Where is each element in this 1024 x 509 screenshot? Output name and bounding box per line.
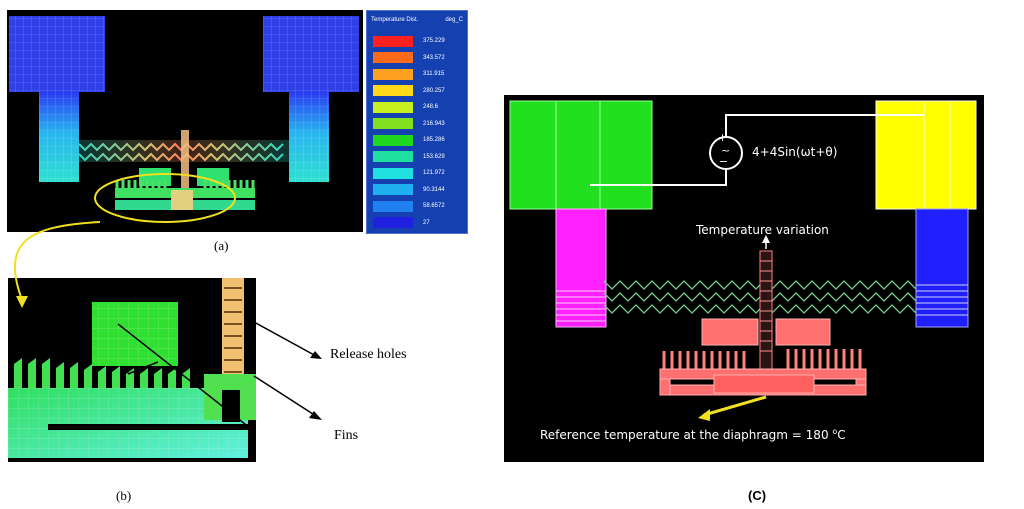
panel-c-model xyxy=(504,95,984,462)
legend-swatch xyxy=(373,167,413,179)
diaphragm xyxy=(713,374,815,394)
legend-entry: 185.286 xyxy=(373,132,463,149)
legend-swatch xyxy=(373,68,413,80)
legend-value: 216.943 xyxy=(423,120,445,127)
legend-entry: 153.629 xyxy=(373,149,463,166)
fin-structure-c xyxy=(659,318,867,396)
source-tilde: ~ xyxy=(721,144,731,157)
right-pad-yellow xyxy=(875,100,977,210)
legend-value: 185.286 xyxy=(423,137,445,144)
annotation-arrows-b xyxy=(253,321,322,420)
legend-entry: 375.229 xyxy=(373,33,463,50)
zoom-highlight-ellipse xyxy=(94,173,236,223)
legend-value: 311.915 xyxy=(423,71,445,78)
legend-value: 343.572 xyxy=(423,54,445,61)
legend-entry: 216.943 xyxy=(373,116,463,133)
label-fins: Fins xyxy=(334,428,359,443)
caption-c: (C) xyxy=(748,488,767,503)
legend-swatch xyxy=(373,217,413,229)
legend-value: 280.257 xyxy=(423,87,445,94)
voltage-source-icon xyxy=(709,136,743,170)
legend-swatch xyxy=(373,101,413,113)
source-expression: 4+4Sin(ωt+θ) xyxy=(752,145,838,159)
legend-swatch xyxy=(373,184,413,196)
legend-swatch xyxy=(373,52,413,64)
panel-b-zoom xyxy=(8,278,260,462)
zoom-curve-arrow xyxy=(13,221,101,308)
legend-unit: deg_C xyxy=(445,17,463,23)
temperature-variation-label: Temperature variation xyxy=(696,223,829,237)
right-anchor-blue xyxy=(915,208,969,328)
left-anchor-magenta xyxy=(555,208,607,328)
legend-entry: 58.6572 xyxy=(373,198,463,215)
panel-b xyxy=(8,278,260,462)
legend-entry: 280.257 xyxy=(373,83,463,100)
label-release-holes: Release holes xyxy=(330,347,407,362)
caption-a: (a) xyxy=(214,238,229,253)
legend-entry: 27 xyxy=(373,215,463,232)
reference-text: Reference temperature at the diaphragm =… xyxy=(540,428,833,442)
source-plus: + xyxy=(718,131,728,144)
legend-entry: 343.572 xyxy=(373,50,463,67)
fin-structure-a xyxy=(115,168,255,210)
legend-value: 248.6 xyxy=(423,104,439,111)
legend-entry: 90.3144 xyxy=(373,182,463,199)
legend-swatch xyxy=(373,85,413,97)
panel-c: + ~ − 4+4Sin(ωt+θ) Temperature variation… xyxy=(504,95,984,462)
left-pad-green xyxy=(509,100,653,210)
voltage-source-wiring xyxy=(590,114,924,186)
legend-swatch xyxy=(373,35,413,47)
reference-arrow xyxy=(703,395,767,417)
central-shuttle xyxy=(181,130,189,200)
legend-value: 90.3144 xyxy=(423,186,445,193)
legend-swatch xyxy=(373,151,413,163)
reference-temperature-label: Reference temperature at the diaphragm =… xyxy=(540,427,846,442)
legend-value: 121.972 xyxy=(423,170,445,177)
source-minus: − xyxy=(719,155,729,168)
legend-entry: 121.972 xyxy=(373,165,463,182)
reference-unit: C xyxy=(837,428,846,442)
panel-a-simulation xyxy=(7,10,363,232)
legend-title: Temperature Dist. xyxy=(371,17,419,23)
legend-swatch xyxy=(373,200,413,212)
legend-value: 153.629 xyxy=(423,153,445,160)
panel-a xyxy=(7,10,363,232)
legend-value: 27 xyxy=(423,219,430,226)
legend-box: Temperature Dist. deg_C 375.229 343.572 31… xyxy=(366,10,468,234)
legend-swatch xyxy=(373,134,413,146)
reference-degree: o xyxy=(832,427,838,436)
central-shuttle-c xyxy=(759,250,773,370)
legend-entries: 375.229 343.572 311.915 280.257 248.6 216.943… xyxy=(373,33,463,231)
legend-value: 58.6572 xyxy=(423,203,445,210)
legend-value: 375.229 xyxy=(423,38,445,45)
legend-entry: 248.6 xyxy=(373,99,463,116)
legend-swatch xyxy=(373,118,413,130)
legend-entry: 311.915 xyxy=(373,66,463,83)
caption-b: (b) xyxy=(116,488,132,503)
